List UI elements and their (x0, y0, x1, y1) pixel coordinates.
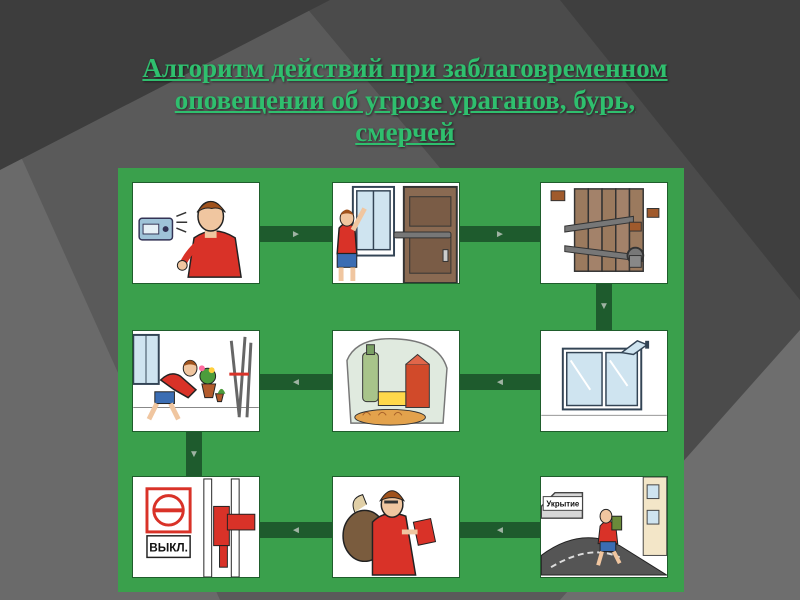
step-3-card (540, 182, 668, 284)
connector-3-4: ▼ (596, 282, 612, 330)
title-line-3: смерчей (40, 116, 770, 148)
connector-2-3: ► (460, 226, 540, 242)
arrow-left-icon: ◄ (291, 377, 301, 388)
step-7-card: ВЫКЛ. (132, 476, 260, 578)
slide-title: Алгоритм действий при заблаговременном о… (40, 52, 770, 148)
power-switch-off-icon: ВЫКЛ. (133, 477, 259, 577)
connector-4-5: ◄ (460, 374, 540, 390)
radio-listen-icon (133, 183, 259, 283)
arrow-left-icon: ◄ (291, 525, 301, 536)
arrow-down-icon: ▼ (189, 449, 199, 460)
connector-6-7: ▼ (186, 432, 202, 476)
take-documents-icon (333, 477, 459, 577)
switch-label: ВЫКЛ. (149, 542, 188, 555)
board-up-icon (541, 183, 667, 283)
algorithm-board: ► ► ▼ ◄ ◄ ▼ ◄ ◄ (118, 168, 684, 592)
step-1-card (132, 182, 260, 284)
arrow-right-icon: ► (495, 229, 505, 240)
arrow-down-icon: ▼ (599, 301, 609, 312)
go-to-shelter-icon: Укрытие (541, 477, 667, 577)
connector-1-2: ► (260, 226, 332, 242)
connector-5-6: ◄ (260, 374, 332, 390)
arrow-right-icon: ► (291, 229, 301, 240)
arrow-left-icon: ◄ (495, 377, 505, 388)
arrow-left-icon: ◄ (495, 525, 505, 536)
shelter-sign: Укрытие (546, 499, 580, 508)
title-line-1: Алгоритм действий при заблаговременном (40, 52, 770, 84)
step-8-card (332, 476, 460, 578)
step-9-card: Укрытие (540, 476, 668, 578)
secure-window-icon (541, 331, 667, 431)
connector-7-8: ◄ (260, 522, 332, 538)
bring-items-inside-icon (133, 331, 259, 431)
step-2-card (332, 182, 460, 284)
close-window-door-icon (333, 183, 459, 283)
connector-8-9: ◄ (460, 522, 540, 538)
food-water-supplies-icon (333, 331, 459, 431)
step-5-card (332, 330, 460, 432)
step-4-card (540, 330, 668, 432)
title-line-2: оповещении об угрозе ураганов, бурь, (40, 84, 770, 116)
step-6-card (132, 330, 260, 432)
